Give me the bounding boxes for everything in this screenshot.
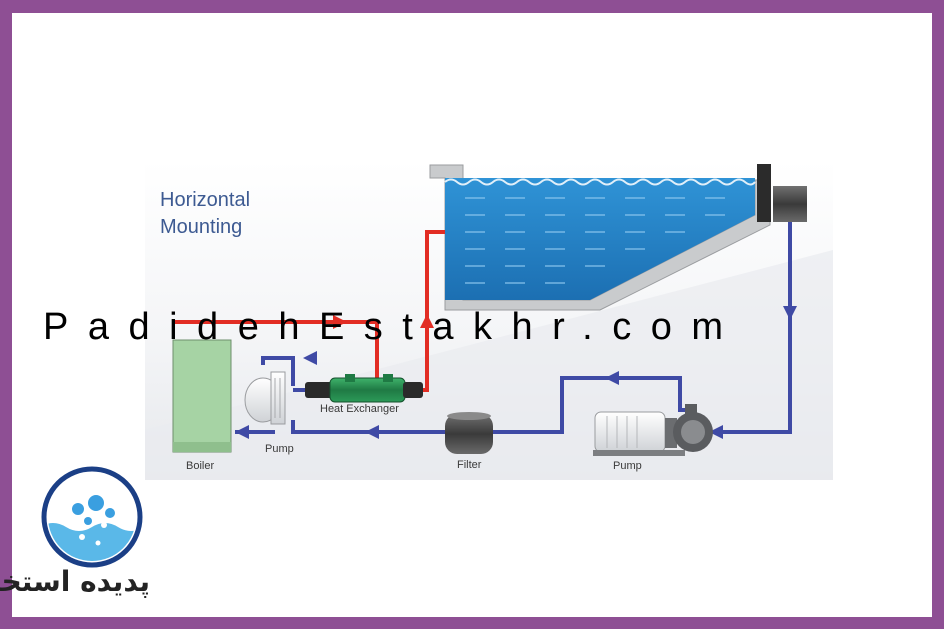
title-line-1: Horizontal	[160, 189, 251, 211]
watermark-text: PadidehEstakhr.com	[43, 306, 743, 348]
title-line-2: Mounting	[160, 216, 243, 238]
boiler	[172, 339, 232, 453]
pool	[429, 164, 807, 311]
flow-arrow-icon	[365, 425, 379, 439]
pool-heating-diagram	[145, 160, 833, 480]
boiler-label: Boiler	[186, 460, 215, 472]
diagram-title: Horizontal Mounting	[160, 187, 250, 241]
flow-arrow-icon	[605, 371, 619, 385]
flow-arrow-icon	[709, 425, 723, 439]
flow-arrow-icon	[420, 314, 434, 328]
flow-arrow-icon	[303, 351, 317, 365]
brand-logo-text: پدیده استخر	[0, 565, 150, 598]
heat-exchanger-label: Heat Exchanger	[320, 403, 399, 415]
flow-arrow-icon	[333, 315, 347, 329]
brand-logo	[30, 465, 155, 615]
pool-water	[445, 178, 755, 300]
left-pump-label: Pump	[265, 443, 294, 455]
filter-label: Filter	[457, 459, 482, 471]
flow-arrow-icon	[783, 306, 797, 320]
left-pump	[244, 371, 286, 425]
heat-exchanger	[305, 374, 423, 403]
filter	[445, 412, 493, 454]
right-pump	[593, 404, 713, 456]
skimmer	[773, 186, 807, 222]
right-pump-label: Pump	[613, 460, 642, 472]
flow-arrow-icon	[235, 425, 249, 439]
